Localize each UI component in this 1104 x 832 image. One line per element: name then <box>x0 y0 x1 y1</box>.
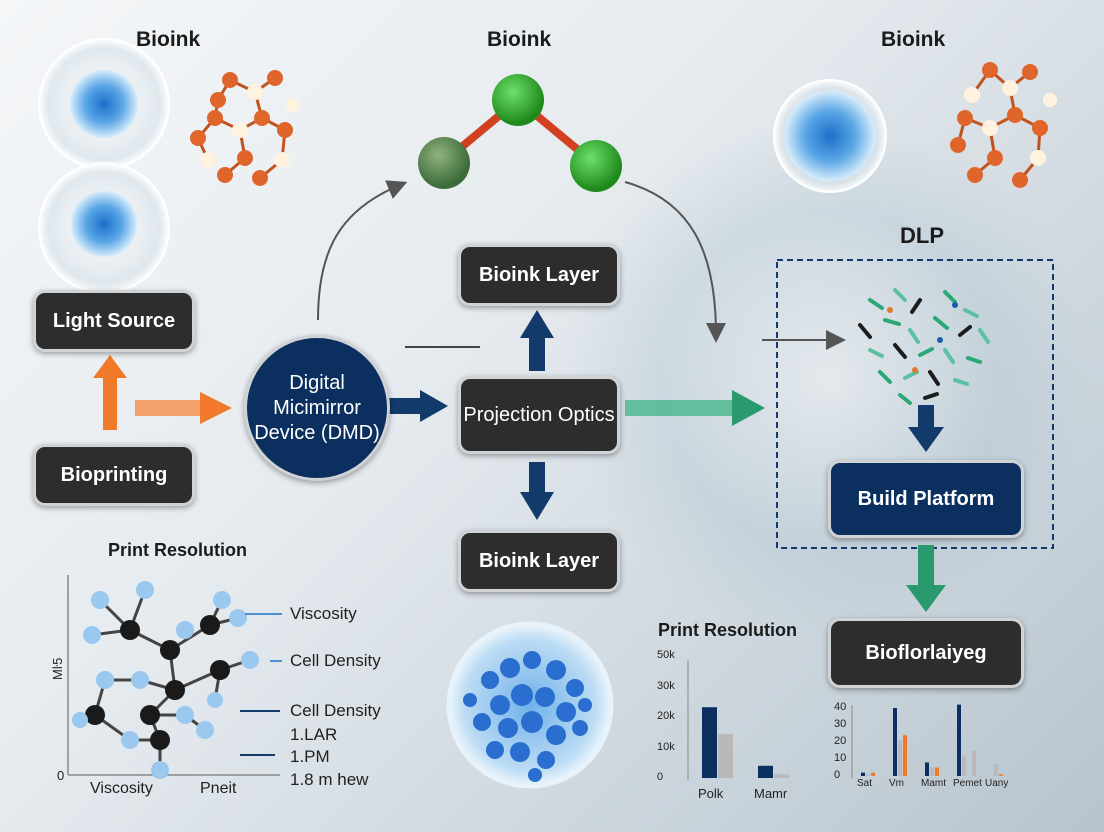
left-x-label-2: Pneit <box>200 780 237 797</box>
arrow-up-orange-icon <box>93 355 127 430</box>
chart2-bar <box>935 767 939 776</box>
heading-bioink-right: Bioink <box>881 28 946 51</box>
arrow-down-navy-icon <box>520 462 554 520</box>
chart2-bars <box>861 704 1003 776</box>
bioink-layer-bottom-box[interactable]: Bioink Layer <box>458 530 620 592</box>
chart1-bar <box>774 774 789 778</box>
chart2-bar <box>972 750 976 776</box>
arrow-right-green-icon <box>625 390 765 426</box>
chart2-category-label: Uany <box>985 778 1009 789</box>
left-y-axis-label: Mŀ5 <box>50 657 65 680</box>
bioprinting-box[interactable]: Bioprinting <box>33 444 195 506</box>
cell-right-icon <box>773 79 887 193</box>
connector-molecule-to-dlp <box>624 181 726 343</box>
left-x-label-1: Viscosity <box>90 780 153 797</box>
chart2-category-label: Mamt <box>921 778 946 789</box>
chart2-ytick: 30 <box>834 718 847 730</box>
chart2-bar <box>994 764 998 776</box>
chart2-ytick: 0 <box>834 769 841 781</box>
legend-item-1: Viscosity <box>290 604 357 623</box>
network-molecule-icon <box>72 581 259 779</box>
chart2-ytick: 40 <box>834 701 847 713</box>
heading-bioink-mid: Bioink <box>487 28 552 51</box>
chart1-category-label: Mamr <box>754 786 788 801</box>
heading-dlp: DLP <box>900 223 944 248</box>
chart1-ytick: 0 <box>657 771 664 783</box>
dlp-scaffold-icon <box>858 288 990 405</box>
cell-bubble-bottom-icon <box>38 162 170 294</box>
chart2-bar <box>999 774 1003 776</box>
left-legend-lines <box>240 613 282 756</box>
chart1-bar <box>758 765 773 778</box>
chart1-ytick: 10k <box>657 740 675 753</box>
light-source-box[interactable]: Light Source <box>33 290 195 352</box>
legend-item-4: 1.LAR <box>290 725 338 744</box>
chart2-bar <box>930 767 934 776</box>
bioink-cell-cluster-icon <box>446 621 614 789</box>
connector-dmd-to-molecule <box>317 180 408 321</box>
chart2-bar <box>861 772 865 776</box>
arrow-right-navy-icon <box>388 390 448 422</box>
chart2-bar <box>898 740 902 776</box>
chart2-bar <box>957 704 961 776</box>
cell-bubble-top-icon <box>38 38 170 170</box>
chart2-category-label: Sat <box>857 778 873 789</box>
molecule-green-icon <box>418 74 622 192</box>
chart2-ytick: 10 <box>834 752 847 764</box>
arrow-down-green-icon <box>906 545 946 612</box>
projection-optics-box[interactable]: Projection Optics <box>458 376 620 454</box>
molecule-orange-left-atoms <box>190 70 299 186</box>
arrow-up-navy-icon <box>520 310 554 371</box>
resolution-plot-axes <box>67 575 280 776</box>
chart1-ytick: 20k <box>657 710 675 722</box>
arrow-right-orange-icon <box>135 392 232 424</box>
chart2-bar <box>925 762 929 776</box>
dlp-frame <box>776 259 1054 549</box>
chart2-bar <box>893 708 897 776</box>
chart2-bar <box>866 774 870 776</box>
chart2-bar <box>871 772 875 776</box>
chart1-category-label: Polk <box>698 786 724 801</box>
chart2-ytick: 20 <box>834 735 847 747</box>
chart2-category-label: Vm <box>889 778 904 789</box>
chart1-ytick: 50k <box>657 649 675 661</box>
chart1-bar <box>718 734 733 778</box>
legend-item-3: Cell Density <box>290 701 381 720</box>
chart1-bar <box>702 707 717 778</box>
legend-item-2: Cell Density <box>290 651 381 670</box>
heading-bioink-left: Bioink <box>136 28 201 51</box>
legend-item-6: 1.8 m hew <box>290 770 369 789</box>
background-glow <box>560 120 1100 640</box>
chart1-ytick: 30k <box>657 679 675 692</box>
arrow-down-navy-right-icon <box>908 405 944 452</box>
dmd-circle[interactable]: Digital Micimirror Device (DMD) <box>244 335 390 481</box>
bioflorlaiyeg-box[interactable]: Bioflorlaiyeg <box>828 618 1024 688</box>
molecule-orange-right-atoms <box>950 62 1057 188</box>
left-panel-title: Print Resolution <box>108 540 247 560</box>
chart1-title: Print Resolution <box>658 620 797 640</box>
legend-item-5: 1.PM <box>290 747 330 766</box>
chart2-category-label: Pemet <box>953 778 982 789</box>
chart1-bars <box>702 707 789 778</box>
chart2-bar <box>962 755 966 776</box>
build-platform-box[interactable]: Build Platform <box>828 460 1024 538</box>
left-origin-label: 0 <box>57 768 65 783</box>
chart2-bar <box>903 735 907 776</box>
bioink-layer-top-box[interactable]: Bioink Layer <box>458 244 620 306</box>
